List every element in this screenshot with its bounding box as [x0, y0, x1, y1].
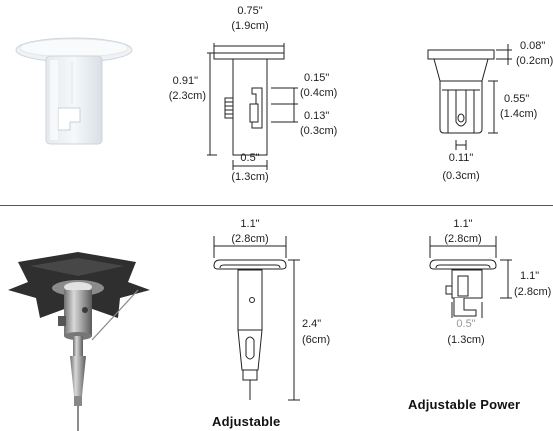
fixture4-width-in: 1.1": [453, 218, 473, 230]
fixture4-height-cm: (2.8cm): [514, 286, 552, 298]
fixture2-gap-cm: (0.3cm): [442, 170, 480, 182]
fixture3-width-in: 1.1": [240, 218, 260, 230]
fixture2-depth-cm: (1.4cm): [500, 108, 538, 120]
fixture1-slot-cm: (0.4cm): [300, 87, 338, 99]
fixture1-width-cm: (1.9cm): [231, 20, 269, 32]
fixture2-cap-cm: (0.2cm): [516, 55, 553, 67]
section-divider: [0, 205, 553, 206]
fixture3-height-cm: (6cm): [302, 334, 331, 346]
fixture1-hook-cm: (0.3cm): [300, 125, 338, 137]
fixture4-width-cm: (2.8cm): [444, 233, 482, 245]
fixture1-height-cm: (2.3cm): [168, 90, 206, 102]
fixture4-height-in: 1.1": [520, 270, 540, 282]
fixture1-width-in: 0.75": [237, 5, 263, 17]
fixture1-body-in: 0.5": [240, 152, 260, 164]
fixture3-width-cm: (2.8cm): [231, 233, 269, 245]
fixture4-body-in: 0.5": [456, 318, 476, 330]
fixture1-hook-in: 0.13": [304, 110, 330, 122]
fixture2-depth-in: 0.55": [504, 93, 530, 105]
fixture1-body-cm: (1.3cm): [231, 171, 269, 183]
fixture4-body-cm: (1.3cm): [447, 334, 485, 346]
fixture2-gap-in: 0.11": [448, 152, 474, 164]
fixture4-caption: Adjustable Power: [408, 397, 521, 412]
fixture3-caption: Adjustable: [212, 414, 281, 429]
fixture1-slot-in: 0.15": [304, 72, 330, 84]
fixture2-cap-in: 0.08": [520, 40, 546, 52]
fixture3-height-in: 2.4": [302, 318, 322, 330]
fixture1-height-in: 0.91": [172, 75, 198, 87]
